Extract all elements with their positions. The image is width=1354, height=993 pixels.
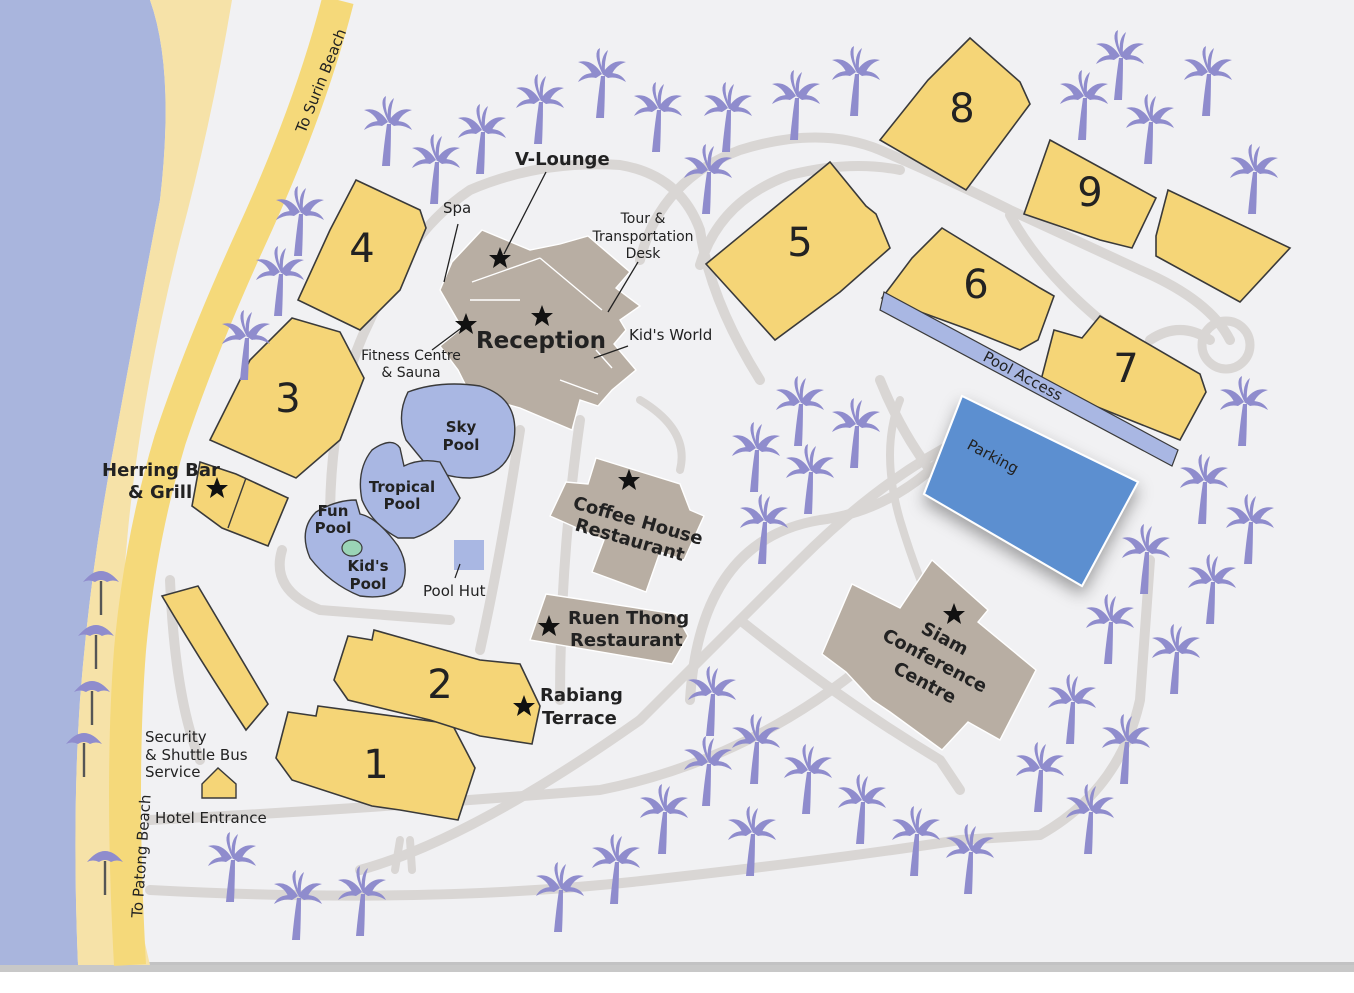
building-2-number: 2: [427, 662, 452, 708]
svg-text:Desk: Desk: [626, 246, 662, 262]
sky-pool[interactable]: Sky Pool: [400, 383, 516, 479]
star-icon: [489, 247, 511, 268]
svg-text:& Grill: & Grill: [128, 482, 192, 503]
building-7[interactable]: 7: [1039, 314, 1207, 442]
building-5[interactable]: 5: [704, 160, 891, 342]
star-icon: [531, 305, 553, 326]
building-1-number: 1: [363, 742, 388, 788]
building-7-number: 7: [1113, 346, 1138, 392]
reception-complex[interactable]: [439, 229, 642, 431]
svg-text:Tropical: Tropical: [369, 478, 435, 496]
svg-text:Pool: Pool: [350, 575, 387, 593]
building-9-number: 9: [1077, 170, 1102, 216]
leader-lines: [431, 171, 639, 359]
svg-text:Fun: Fun: [318, 502, 349, 520]
ruen-thong-building: [529, 593, 689, 665]
star-markers: [206, 247, 965, 716]
building-8-number: 8: [949, 86, 974, 132]
svg-text:Kid's: Kid's: [347, 557, 388, 575]
bottom-shadow: [0, 962, 1354, 972]
svg-text:Service: Service: [145, 763, 200, 781]
star-icon: [455, 313, 477, 334]
svg-text:Transportation: Transportation: [591, 229, 693, 245]
building-8[interactable]: 8: [878, 36, 1031, 192]
sea: [0, 0, 166, 965]
star-icon: [513, 695, 535, 716]
spa-label: Spa: [443, 199, 471, 217]
svg-text:Sky: Sky: [446, 418, 477, 436]
svg-text:Pool: Pool: [443, 436, 480, 454]
pool-hut[interactable]: [454, 540, 484, 570]
star-icon: [943, 603, 965, 624]
building-6-number: 6: [963, 262, 988, 308]
building-9[interactable]: 9: [1022, 138, 1292, 304]
star-icon: [538, 615, 560, 636]
building-4[interactable]: 4: [296, 178, 427, 331]
fun-pool[interactable]: Fun Pool Kid's Pool: [304, 499, 406, 598]
fitness-label: Fitness Centre: [361, 348, 461, 364]
star-icon: [618, 469, 640, 490]
coffee-house-building: [549, 457, 705, 593]
hotel-entrance-label: Hotel Entrance: [155, 809, 267, 827]
kids-pool-marker: [341, 539, 363, 557]
parking-lot[interactable]: Parking: [922, 394, 1140, 588]
beach-road: [109, 0, 354, 966]
svg-text:Restaurant: Restaurant: [570, 630, 683, 651]
building-1[interactable]: 1: [275, 705, 476, 821]
security-hut: [201, 767, 237, 799]
siam-conference-building: [821, 558, 1037, 751]
svg-text:& Sauna: & Sauna: [381, 365, 440, 381]
rabiang-label: Rabiang: [540, 685, 623, 706]
tour-desk-label: Tour &: [620, 211, 666, 227]
svg-text:Pool: Pool: [384, 495, 421, 513]
pool-hut-label: Pool Hut: [423, 582, 486, 600]
building-5-number: 5: [787, 220, 812, 266]
building-2[interactable]: 2: [333, 628, 541, 745]
security-label: Security: [145, 728, 207, 746]
svg-text:& Shuttle Bus: & Shuttle Bus: [145, 746, 248, 764]
building-4-number: 4: [349, 226, 374, 272]
reception-label: Reception: [476, 328, 606, 354]
svg-text:Pool: Pool: [315, 519, 352, 537]
star-icon: [206, 477, 228, 498]
building-6[interactable]: 6: [880, 226, 1055, 351]
herring-bar-label: Herring Bar: [102, 460, 220, 481]
building-3-number: 3: [275, 376, 300, 422]
v-lounge-label: V-Lounge: [515, 149, 610, 170]
kids-world-label: Kid's World: [629, 326, 712, 344]
ruen-thong-label: Ruen Thong: [568, 608, 689, 629]
svg-text:Terrace: Terrace: [542, 708, 617, 729]
beach-building: [160, 585, 269, 732]
tropical-pool[interactable]: Tropical Pool: [359, 441, 461, 539]
